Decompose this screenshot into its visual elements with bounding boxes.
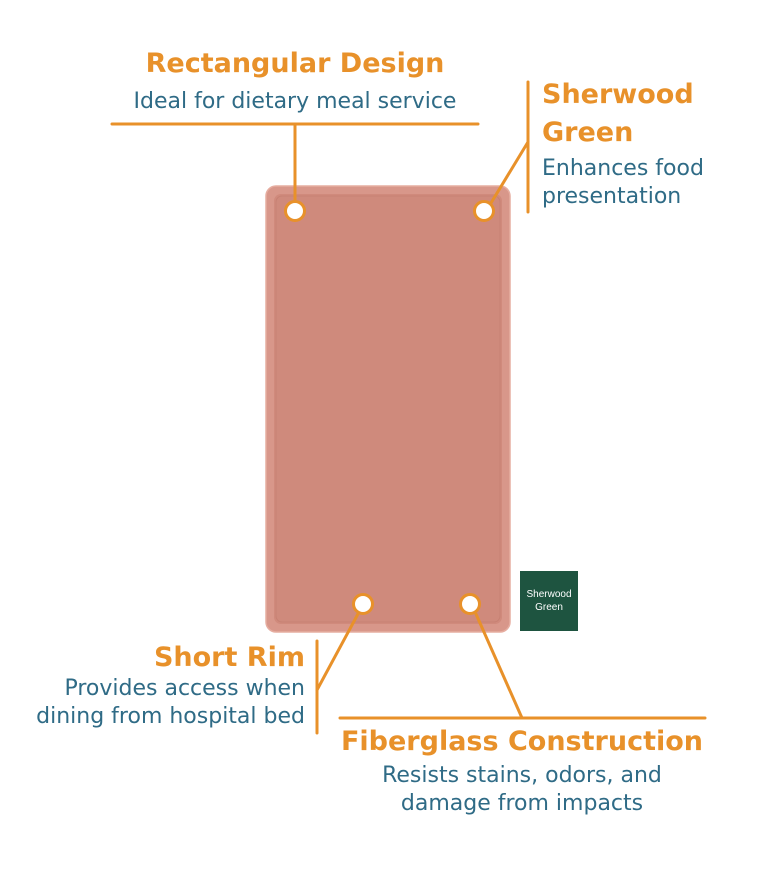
fiberglass-title: Fiberglass Construction	[340, 726, 704, 757]
marker-bottom-left	[352, 593, 374, 615]
tray-image	[265, 185, 511, 633]
fiberglass-desc-line1: Resists stains, odors, and	[382, 763, 662, 788]
rim-desc-line2: dining from hospital bed	[36, 704, 305, 729]
rim-desc-line1: Provides access when	[64, 676, 305, 701]
marker-bottom-right	[459, 593, 481, 615]
color-title-line1: Sherwood	[542, 79, 694, 110]
swatch-label-line1: Sherwood	[526, 589, 572, 600]
swatch-label-line2: Green	[535, 602, 563, 613]
fiberglass-leader	[474, 612, 524, 720]
fiberglass-desc-line2: damage from impacts	[400, 791, 644, 816]
marker-top-right	[473, 200, 495, 222]
color-leader	[489, 140, 530, 205]
color-swatch: Sherwood Green	[520, 571, 578, 631]
rim-leader	[315, 610, 361, 692]
color-desc-line1: Enhances food	[542, 156, 704, 181]
marker-top-left	[284, 200, 306, 222]
color-desc-line2: presentation	[542, 184, 682, 209]
color-title-line2: Green	[542, 117, 634, 148]
rectangular-title: Rectangular Design	[145, 48, 445, 79]
rectangular-desc: Ideal for dietary meal service	[133, 89, 457, 114]
rim-title: Short Rim	[153, 642, 305, 673]
